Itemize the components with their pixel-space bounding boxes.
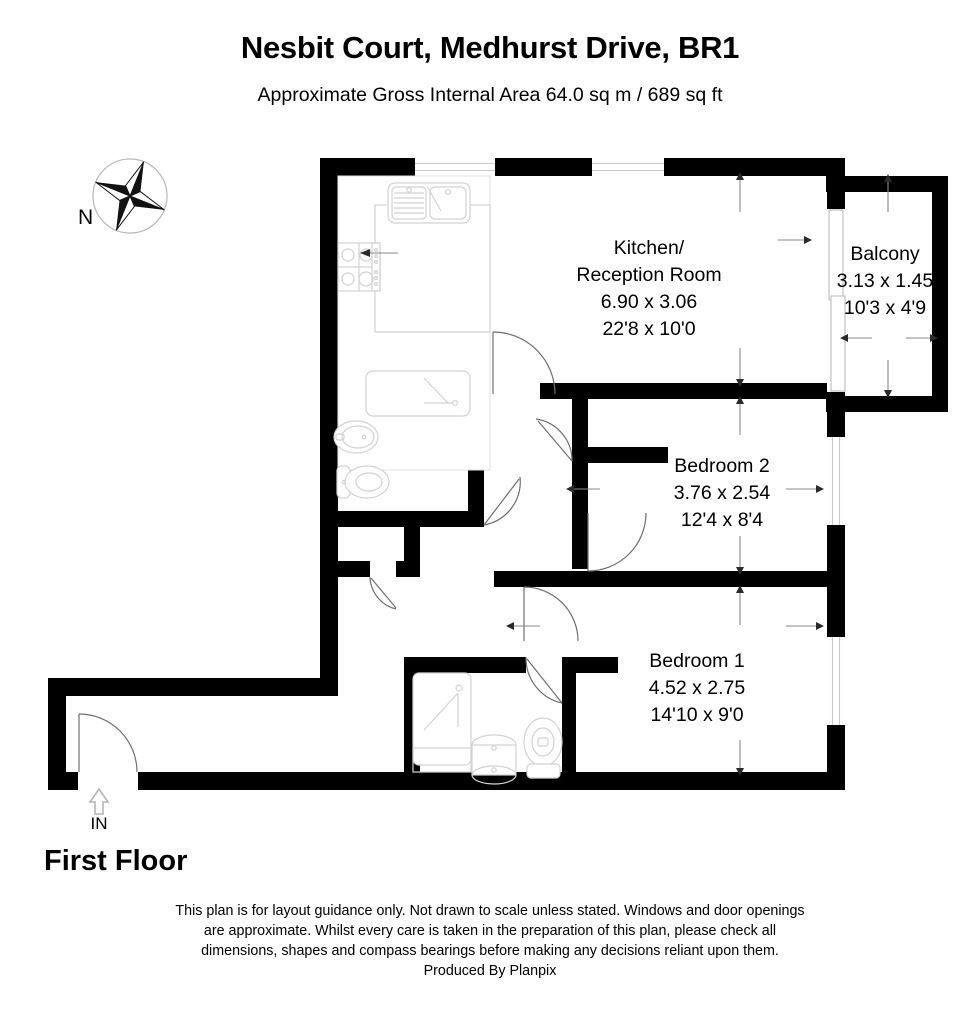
page-subtitle: Approximate Gross Internal Area 64.0 sq … bbox=[257, 84, 723, 106]
room-label-balcony: Balcony 3.13 x 1.45 10'3 x 4'9 bbox=[837, 243, 934, 319]
balcony-metric: 3.13 x 1.45 bbox=[837, 270, 934, 292]
kitchen-metric: 6.90 x 3.06 bbox=[601, 291, 698, 313]
floor-level-label: First Floor bbox=[44, 845, 188, 877]
kitchen-name-line1: Kitchen/ bbox=[614, 237, 685, 259]
kitchen-sink-icon bbox=[387, 182, 471, 224]
kitchen-hob-icon bbox=[337, 242, 381, 292]
wall-structure bbox=[48, 158, 948, 790]
ensuite-door bbox=[525, 656, 563, 704]
balcony-imperial: 10'3 x 4'9 bbox=[844, 297, 926, 319]
bedroom1-metric: 4.52 x 2.75 bbox=[649, 677, 746, 699]
dimension-markers bbox=[360, 172, 938, 776]
hall-door-1 bbox=[492, 331, 556, 395]
entrance-in-arrow-icon bbox=[88, 787, 110, 815]
bedroom2-imperial: 12'4 x 8'4 bbox=[681, 509, 763, 531]
ensuite-basin-icon bbox=[471, 734, 517, 785]
kitchen-name-line2: Reception Room bbox=[576, 264, 721, 286]
hall-door-2 bbox=[535, 418, 573, 462]
shower-icon bbox=[412, 672, 472, 773]
disclaimer-line-1: This plan is for layout guidance only. N… bbox=[175, 903, 805, 919]
wc-icon bbox=[336, 465, 390, 499]
bedroom2-metric: 3.76 x 2.54 bbox=[674, 482, 771, 504]
room-label-bedroom-1: Bedroom 1 4.52 x 2.75 14'10 x 9'0 bbox=[649, 650, 746, 726]
disclaimer-line-3: dimensions, shapes and compass bearings … bbox=[201, 943, 779, 959]
bedroom-2-door bbox=[587, 512, 647, 572]
room-label-kitchen-reception: Kitchen/ Reception Room 6.90 x 3.06 22'8… bbox=[576, 237, 721, 340]
disclaimer-footer: This plan is for layout guidance only. N… bbox=[0, 901, 980, 981]
producer-credit: Produced By Planpix bbox=[423, 963, 557, 979]
bedroom1-name: Bedroom 1 bbox=[649, 650, 744, 672]
compass-rose-icon bbox=[92, 158, 168, 234]
entrance-door bbox=[78, 713, 138, 773]
bedroom1-imperial: 14'10 x 9'0 bbox=[650, 704, 743, 726]
room-label-bedroom-2: Bedroom 2 3.76 x 2.54 12'4 x 8'4 bbox=[674, 455, 771, 531]
cupboard-door bbox=[369, 576, 397, 610]
entrance-in-label: IN bbox=[91, 814, 108, 833]
bath-icon bbox=[365, 370, 471, 417]
balcony-name: Balcony bbox=[850, 243, 920, 265]
disclaimer-line-2: are approximate. Whilst every care is ta… bbox=[203, 923, 777, 939]
page-title: Nesbit Court, Medhurst Drive, BR1 bbox=[240, 30, 740, 65]
compass-north-label: N bbox=[78, 206, 93, 229]
kitchen-imperial: 22'8 x 10'0 bbox=[602, 318, 695, 340]
bathroom-door bbox=[483, 476, 521, 526]
bedroom2-name: Bedroom 2 bbox=[674, 455, 769, 477]
ensuite-wc-icon bbox=[523, 717, 563, 779]
basin-icon bbox=[333, 420, 379, 454]
bedroom-1-door bbox=[523, 586, 579, 642]
